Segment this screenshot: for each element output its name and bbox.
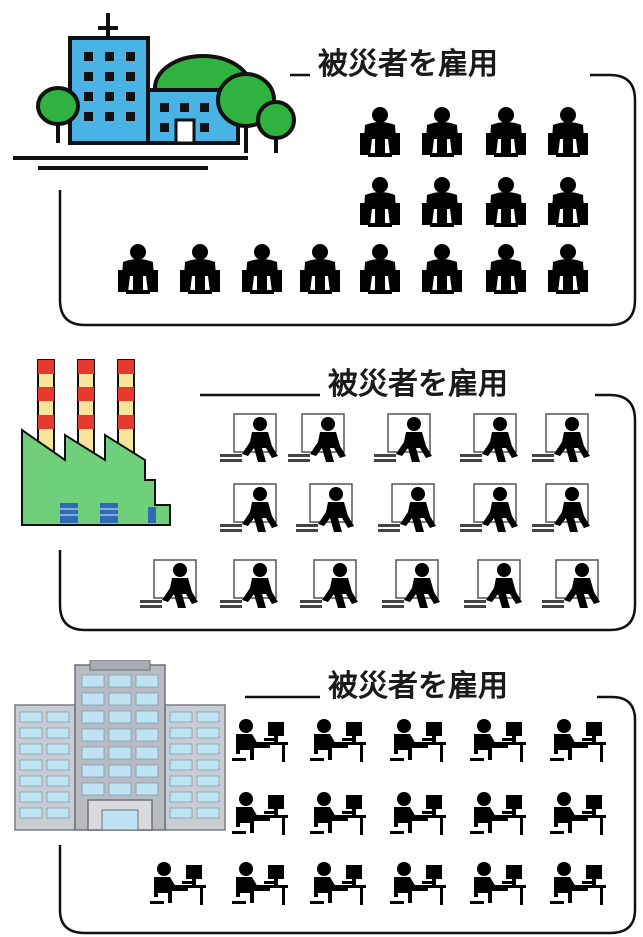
factory-worker-at-machine-icon — [460, 483, 518, 532]
seated-worker-icon — [360, 177, 400, 227]
desk-worker-at-computer-icon — [550, 719, 606, 762]
factory-worker-at-machine-icon — [288, 413, 346, 462]
office-building-with-trees-icon — [13, 13, 296, 170]
seated-worker-icon — [486, 177, 526, 227]
factory-worker-at-machine-icon — [378, 483, 436, 532]
seated-worker-icon — [300, 244, 340, 294]
factory-worker-at-machine-icon — [460, 413, 518, 462]
panel-factory: 被災者を雇用 — [0, 340, 643, 640]
seated-worker-icon — [180, 244, 220, 294]
desk-worker-at-computer-icon — [310, 719, 366, 762]
panel-caption: 被災者を雇用 — [320, 669, 516, 705]
desk-worker-at-computer-icon — [550, 862, 606, 905]
seated-worker-icon — [548, 244, 588, 294]
seated-worker-icon — [422, 107, 462, 157]
desk-worker-at-computer-icon — [470, 719, 526, 762]
factory-worker-at-machine-icon — [296, 483, 354, 532]
desk-worker-at-computer-icon — [232, 792, 288, 835]
seated-worker-icon — [360, 107, 400, 157]
seated-worker-icon — [118, 244, 158, 294]
desk-worker-at-computer-icon — [390, 792, 446, 835]
panel-caption: 被災者を雇用 — [310, 47, 506, 83]
factory-worker-at-machine-icon — [542, 559, 600, 608]
factory-worker-at-machine-icon — [464, 559, 522, 608]
desk-worker-at-computer-icon — [390, 719, 446, 762]
desk-worker-at-computer-icon — [150, 862, 206, 905]
worker-group — [150, 719, 606, 905]
worker-group — [118, 107, 588, 294]
seated-worker-icon — [548, 107, 588, 157]
desk-worker-at-computer-icon — [232, 862, 288, 905]
panel-office: 被災者を雇用 — [0, 0, 643, 330]
seated-worker-icon — [422, 177, 462, 227]
factory-worker-at-machine-icon — [532, 413, 590, 462]
desk-worker-at-computer-icon — [470, 862, 526, 905]
desk-worker-at-computer-icon — [232, 719, 288, 762]
factory-worker-at-machine-icon — [532, 483, 590, 532]
seated-worker-icon — [242, 244, 282, 294]
factory-worker-at-machine-icon — [220, 559, 278, 608]
panel-frame — [58, 695, 637, 935]
factory-worker-at-machine-icon — [220, 483, 278, 532]
panel-frame — [58, 393, 637, 632]
seated-worker-icon — [486, 244, 526, 294]
worker-group — [140, 413, 600, 608]
seated-worker-icon — [360, 244, 400, 294]
seated-worker-icon — [486, 107, 526, 157]
seated-worker-icon — [422, 244, 462, 294]
panel-company: 被災者を雇用 — [0, 645, 643, 937]
factory-worker-at-machine-icon — [140, 559, 198, 608]
desk-worker-at-computer-icon — [310, 862, 366, 905]
desk-worker-at-computer-icon — [550, 792, 606, 835]
factory-worker-at-machine-icon — [374, 413, 432, 462]
factory-with-chimneys-icon — [21, 359, 171, 526]
factory-worker-at-machine-icon — [382, 559, 440, 608]
desk-worker-at-computer-icon — [470, 792, 526, 835]
panel-caption: 被災者を雇用 — [320, 367, 516, 403]
desk-worker-at-computer-icon — [310, 792, 366, 835]
factory-worker-at-machine-icon — [300, 559, 358, 608]
desk-worker-at-computer-icon — [390, 862, 446, 905]
office-tower-icon — [14, 660, 226, 831]
panel-frame — [58, 73, 637, 327]
seated-worker-icon — [548, 177, 588, 227]
factory-worker-at-machine-icon — [220, 413, 278, 462]
